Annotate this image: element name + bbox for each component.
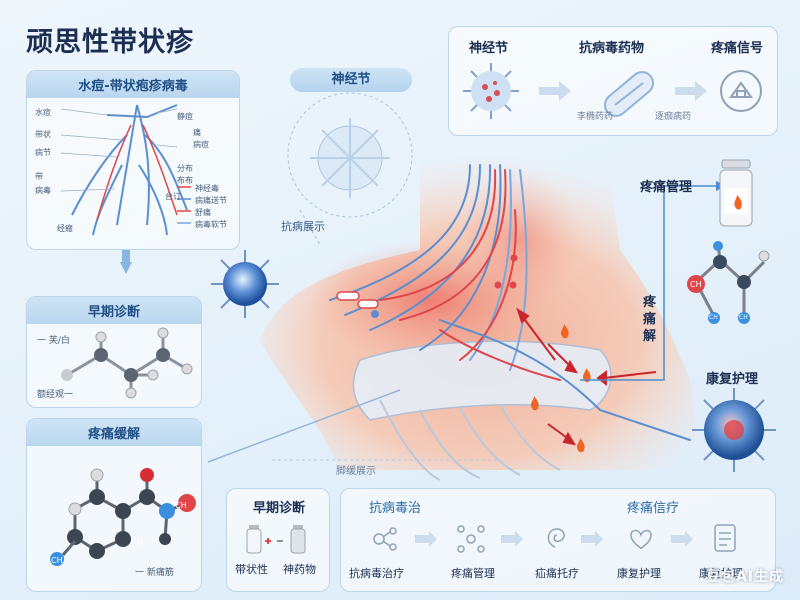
nerve-map-panel: 水痘-带状疱疹病毒 水痘 带状 病节 带 病毒 经瘢 静 xyxy=(26,70,240,250)
nerve-map-header: 水痘-带状疱疹病毒 xyxy=(27,71,239,98)
bottom-flow-step: 疼痛管理 xyxy=(451,567,495,580)
top-flow-step-sub: 逐痂病药 xyxy=(655,112,692,122)
bottom-early-item: 神药物 xyxy=(283,563,316,576)
blue-virus-icon xyxy=(211,250,279,318)
map-label: 经瘢 xyxy=(57,224,73,233)
antiviral-display-label: 抗病展示 xyxy=(281,220,325,233)
map-label: 静痘 xyxy=(177,112,193,121)
bottom-flow-head: 抗病毒治 xyxy=(369,501,422,516)
heart-hands-icon xyxy=(630,529,652,550)
atom-label: CH xyxy=(709,314,718,321)
bottom-early-item: 带状性 xyxy=(235,563,268,576)
pill-icon xyxy=(603,71,655,117)
pain-signal-icon xyxy=(720,70,762,112)
atom-label: CH xyxy=(131,539,143,548)
map-label: 病痘 xyxy=(193,140,209,149)
bottom-flow-step: 康复护理 xyxy=(699,567,743,580)
relief-molecule-icon xyxy=(50,468,196,566)
bottom-flow-panel: 抗病毒治 疼痛信疗 抗病毒治疗 疼痛管理 疝痛托疗 康复护理 康复护理 xyxy=(340,488,776,592)
map-label: 带 xyxy=(35,172,43,181)
map-label: 带状 xyxy=(35,130,51,139)
top-flow-step-sub: 李椭药药 xyxy=(577,112,614,122)
red-core-virus-icon xyxy=(692,388,776,472)
diagnosis-label-top: 一 芙/白 xyxy=(37,336,70,346)
watermark: 豆包AI生成 xyxy=(705,569,784,585)
atom-label: CH xyxy=(51,556,63,565)
recovery-care-label: 康复护理 xyxy=(706,372,759,387)
top-flow-icons xyxy=(463,63,762,119)
document-icon xyxy=(714,524,736,552)
map-label: 病节 xyxy=(35,148,51,157)
early-diagnosis-header: 早期诊断 xyxy=(27,297,201,324)
pain-relief-panel: 疼痛缓解 CH CH CH 一 新痛筋 xyxy=(26,418,202,592)
early-diagnosis-panel: 早期诊断 一 芙/白 额经观一 xyxy=(26,296,202,408)
top-flow-step-label: 抗病毒药物 xyxy=(579,41,645,56)
page-title: 顽思性带状疹 xyxy=(26,27,194,58)
bottom-flow-icons xyxy=(373,524,736,553)
map-legend-item: 病痛送节 xyxy=(195,196,227,205)
map-label: 分布 xyxy=(177,164,193,173)
map-label: 台订 xyxy=(165,192,181,201)
ganglion-virus-icon xyxy=(310,118,390,198)
pain-management-label: 疼痛管理 xyxy=(640,180,693,195)
diagnosis-label-bottom: 额经观一 xyxy=(37,390,74,400)
relief-caption: 一 新痛筋 xyxy=(135,568,174,578)
diagnosis-molecule-icon xyxy=(61,327,193,399)
bottom-flow-step: 康复护理 xyxy=(617,567,661,580)
network-icon xyxy=(457,525,485,553)
molecule-icon xyxy=(373,527,397,551)
top-flow-step-label: 疼痛信号 xyxy=(711,41,764,56)
map-legend-item: 舒痛 xyxy=(195,208,211,217)
bottom-flow-head: 疼痛信疗 xyxy=(627,501,680,516)
vial-icon xyxy=(719,159,753,227)
bottom-early-diagnosis-panel: 早期诊断 带状性 神药物 xyxy=(226,488,330,592)
top-flow-step-label: 神经节 xyxy=(469,41,509,56)
map-label: 痛 xyxy=(193,128,201,137)
top-flow-panel: 神经节 抗病毒药物 疼痛信号 李椭药药 逐痂病药 xyxy=(448,26,778,136)
pain-relief-vertical-char: 痛 xyxy=(643,312,657,327)
right-molecule-icon xyxy=(694,243,766,317)
atom-label: CH xyxy=(175,501,187,510)
ganglion-label: 神经节 xyxy=(290,68,412,92)
swirl-icon xyxy=(547,528,565,548)
map-legend-item: 病毒软节 xyxy=(195,220,227,229)
bottom-early-header: 早期诊断 xyxy=(252,501,305,516)
map-label: 布布 xyxy=(177,176,193,185)
atom-label: CH xyxy=(739,314,748,321)
pain-relief-vertical-label: 疼 痛 解 xyxy=(643,294,656,345)
atom-label: CH xyxy=(690,280,702,289)
pain-relief-header: 疼痛缓解 xyxy=(27,419,201,446)
fire-icon xyxy=(531,324,591,453)
map-legend-item: 神经毒 xyxy=(195,184,219,193)
pain-relief-vertical-char: 解 xyxy=(643,329,657,344)
center-caption: 脚缓展示 xyxy=(336,466,376,477)
map-label: 病毒 xyxy=(35,186,51,195)
bottom-flow-step: 疝痛托疗 xyxy=(535,567,579,580)
vial-pair-icon xyxy=(246,525,306,554)
map-label: 水痘 xyxy=(35,108,51,117)
nerve-map-drawing xyxy=(60,104,191,236)
pain-relief-vertical-char: 疼 xyxy=(643,295,657,310)
bottom-flow-step: 抗病毒治疗 xyxy=(349,567,404,580)
virus-icon xyxy=(463,63,519,119)
